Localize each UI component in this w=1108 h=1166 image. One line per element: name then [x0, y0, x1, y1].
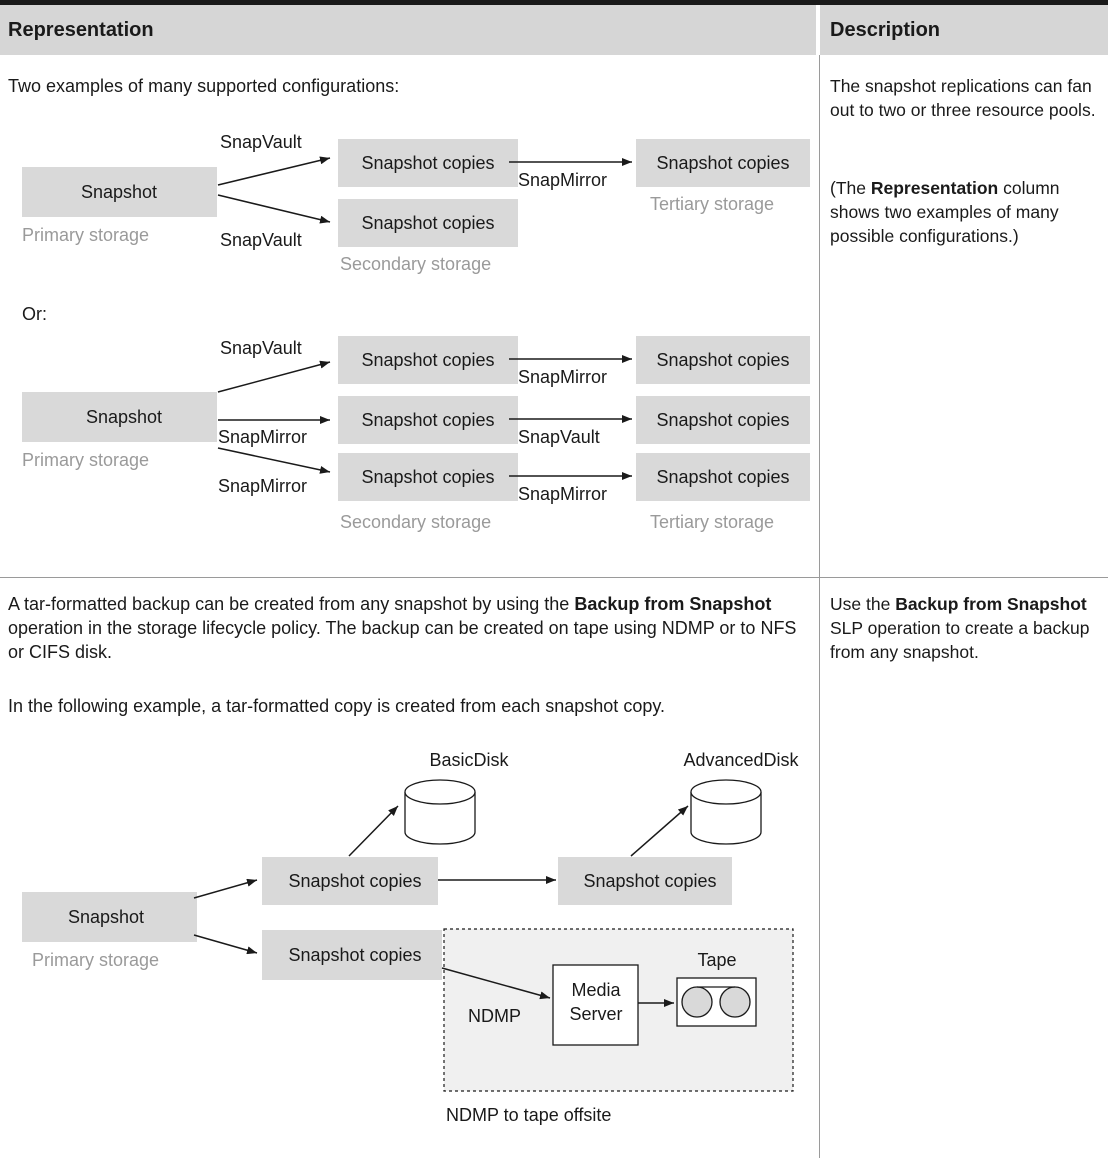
ex2-tertiary-2-label: Snapshot copies: [656, 410, 789, 430]
media-server-label-line1: Media: [571, 980, 621, 1000]
copy-c-label: Snapshot copies: [288, 945, 421, 965]
ex2-arrow-1-label: SnapVault: [220, 338, 302, 358]
ex2-mid-3-label: SnapMirror: [518, 484, 607, 504]
ex1-arrow-bottom-label: SnapVault: [220, 230, 302, 250]
ex2-tertiary-3-box: [636, 453, 810, 501]
ex2-tertiary-1-box: [636, 336, 810, 384]
tape-icon: [676, 977, 757, 1027]
ex2-copy-3-label: Snapshot copies: [361, 467, 494, 487]
advanced-disk-label: AdvancedDisk: [683, 750, 799, 770]
ex1-primary-caption: Primary storage: [22, 225, 149, 245]
ex1-tertiary-caption: Tertiary storage: [650, 194, 774, 214]
row2-description: Use the Backup from Snapshot SLP operati…: [830, 594, 1090, 662]
column-divider: [819, 55, 820, 1158]
ex2-primary-snapshot-label: Snapshot: [86, 407, 162, 427]
ex1-copy-bottom-label: Snapshot copies: [361, 213, 494, 233]
ndmp-label: NDMP: [468, 1006, 521, 1026]
arrow-to-copy-a: [193, 878, 258, 899]
arrow-to-basic-disk: [348, 805, 399, 857]
ex2-tertiary-caption: Tertiary storage: [650, 512, 774, 532]
ex2-arrow-2-label: SnapMirror: [218, 427, 307, 447]
ex2-copy-2-label: Snapshot copies: [361, 410, 494, 430]
ex1-mid-arrow-label: SnapMirror: [518, 170, 607, 190]
copy-a-box: [262, 857, 438, 905]
copy-b-box: [558, 857, 732, 905]
backup-primary-snapshot-label: Snapshot: [68, 907, 144, 927]
ex2-arrow-3: [217, 447, 331, 474]
ex1-arrow-top: [217, 156, 331, 186]
ex2-secondary-caption: Secondary storage: [340, 512, 491, 532]
offsite-caption: NDMP to tape offsite: [446, 1105, 611, 1125]
arrow-to-media-server: [441, 967, 551, 1000]
ex1-copy-bottom-box: [338, 199, 518, 247]
ex2-tertiary-3-label: Snapshot copies: [656, 467, 789, 487]
ex2-copy-1-box: [338, 336, 518, 384]
ex2-copy-2-box: [338, 396, 518, 444]
ex2-primary-snapshot-box: [22, 392, 217, 442]
ex2-copy-1-label: Snapshot copies: [361, 350, 494, 370]
ex2-mid-2-label: SnapVault: [518, 427, 600, 447]
ex2-mid-1-label: SnapMirror: [518, 367, 607, 387]
backup-primary-snapshot-box: [22, 892, 197, 942]
example2-diagram: Snapshot Primary storage SnapVault SnapM…: [22, 336, 810, 532]
backup-diagram: BasicDisk AdvancedDisk Snapshot copies S…: [22, 750, 800, 1125]
ex1-primary-snapshot-box: [22, 167, 217, 217]
row1-or-label: Or:: [22, 304, 47, 324]
tape-label: Tape: [697, 950, 736, 970]
advanced-disk-icon: [690, 779, 762, 845]
row-divider: [0, 577, 1108, 578]
row1-description-p2: (The Representation column shows two exa…: [830, 178, 1060, 246]
ex1-arrow-bottom: [217, 194, 331, 224]
backup-primary-caption: Primary storage: [32, 950, 159, 970]
ex1-tertiary-box: [636, 139, 810, 187]
media-server-label-line2: Server: [569, 1004, 622, 1024]
basic-disk-label: BasicDisk: [429, 750, 509, 770]
copy-a-label: Snapshot copies: [288, 871, 421, 891]
ex2-arrow-1: [217, 360, 331, 393]
ex2-tertiary-1-label: Snapshot copies: [656, 350, 789, 370]
ex2-arrow-3-label: SnapMirror: [218, 476, 307, 496]
arrow-to-advanced-disk: [630, 805, 689, 857]
ex1-tertiary-label: Snapshot copies: [656, 153, 789, 173]
media-server-box: [552, 964, 639, 1046]
copy-c-box: [262, 930, 442, 980]
arrow-to-copy-c: [193, 934, 258, 955]
basic-disk-icon: [404, 779, 476, 845]
ex1-copy-top-box: [338, 139, 518, 187]
ex2-primary-caption: Primary storage: [22, 450, 149, 470]
copy-b-label: Snapshot copies: [583, 871, 716, 891]
table-top-rule: [0, 0, 1108, 5]
ex2-tertiary-2-box: [636, 396, 810, 444]
ex1-secondary-caption: Secondary storage: [340, 254, 491, 274]
row2-paragraph-1: A tar-formatted backup can be created fr…: [8, 594, 797, 662]
header-description: Description: [820, 5, 1108, 55]
row1-description-p1: The snapshot replications can fan out to…: [830, 76, 1096, 120]
ex1-arrow-top-label: SnapVault: [220, 132, 302, 152]
ex1-primary-snapshot-label: Snapshot: [81, 182, 157, 202]
ex2-copy-3-box: [338, 453, 518, 501]
example1-diagram: Snapshot Primary storage SnapVault SnapV…: [22, 132, 810, 274]
row2-paragraph-2: In the following example, a tar-formatte…: [8, 696, 665, 716]
row1-intro: Two examples of many supported configura…: [8, 76, 400, 96]
ex1-copy-top-label: Snapshot copies: [361, 153, 494, 173]
header-representation: Representation: [0, 5, 816, 55]
